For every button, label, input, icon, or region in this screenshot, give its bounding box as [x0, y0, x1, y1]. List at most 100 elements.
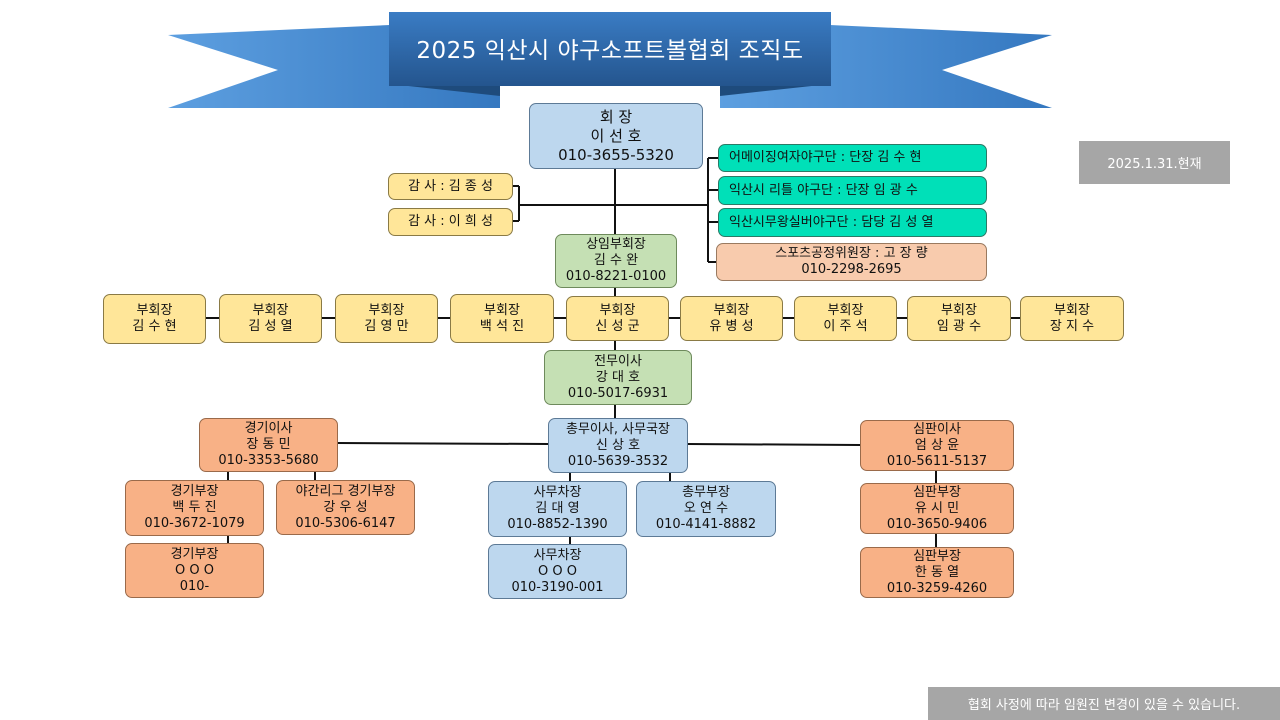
umpire-manager-title: 심판부장 [913, 548, 961, 564]
game-manager-box: 경기부장 백 두 진 010-3672-1079 [125, 480, 264, 536]
office-staff-title: 총무부장 [682, 485, 730, 500]
vice-president-box: 부회장 유 병 성 [680, 296, 783, 341]
office-staff-name: 김 대 영 [535, 501, 580, 516]
game-manager-title: 경기부장 [170, 484, 219, 499]
umpire-manager-name: 한 동 열 [914, 564, 960, 580]
general-affairs-title: 총무이사, 사무국장 [566, 421, 670, 437]
game-manager-phone: 010-5306-6147 [295, 515, 396, 531]
umpire-manager-title: 심판부장 [913, 484, 961, 500]
vp-name: 김 영 만 [364, 318, 409, 334]
vp-title: 부회장 [484, 302, 520, 318]
auditor-label: 감 사 : 이 희 성 [408, 214, 493, 229]
umpire-manager-name: 유 시 민 [914, 500, 960, 516]
vp-name: 김 수 현 [132, 319, 177, 334]
office-staff-phone: 010-4141-8882 [655, 517, 757, 532]
vice-president-box: 부회장 임 광 수 [907, 296, 1011, 341]
senior-vp-phone: 010-8221-0100 [565, 269, 667, 284]
vp-title: 부회장 [827, 302, 864, 318]
game-director-title: 경기이사 [244, 421, 293, 436]
game-manager-box: 경기부장 O O O 010- [125, 543, 264, 598]
exec-director-box: 전무이사 강 대 호 010-5017-6931 [544, 350, 692, 405]
vp-title: 부회장 [136, 303, 173, 318]
game-manager-phone: 010- [179, 578, 210, 594]
office-staff-title: 사무차장 [533, 547, 582, 563]
vp-name: 이 주 석 [823, 318, 868, 334]
general-affairs-box: 총무이사, 사무국장 신 상 호 010-5639-3532 [548, 418, 688, 473]
game-manager-box: 야간리그 경기부장 강 우 성 010-5306-6147 [276, 480, 415, 535]
senior-vp-box: 상임부회장 김 수 완 010-8221-0100 [555, 234, 677, 288]
vp-title: 부회장 [252, 302, 289, 318]
game-manager-name: 백 두 진 [172, 500, 217, 515]
umpire-director-phone: 010-5611-5137 [886, 453, 988, 469]
team-label: 익산시무왕실버야구단 : 담당 김 성 열 [729, 214, 934, 230]
vice-president-box: 부회장 장 지 수 [1020, 296, 1124, 341]
vp-name: 장 지 수 [1049, 318, 1095, 334]
vp-title: 부회장 [713, 302, 750, 318]
general-affairs-phone: 010-5639-3532 [567, 453, 669, 469]
vice-president-box: 부회장 김 영 만 [335, 294, 438, 343]
game-director-name: 장 동 민 [246, 437, 291, 452]
office-staff-title: 사무차장 [533, 485, 582, 500]
auditor-label: 감 사 : 김 종 성 [408, 178, 493, 194]
office-staff-phone: 010-8852-1390 [507, 517, 608, 532]
page-title: 2025 익산시 야구소프트볼협회 조직도 [416, 38, 804, 64]
game-manager-title: 야간리그 경기부장 [295, 483, 396, 499]
committee-box: 스포츠공정위원장 : 고 장 량 010-2298-2695 [716, 243, 987, 281]
exec-director-name: 강 대 호 [595, 369, 641, 385]
senior-vp-name: 김 수 완 [593, 253, 639, 268]
game-manager-name: O O O [175, 562, 214, 578]
office-staff-box: 총무부장 오 연 수 010-4141-8882 [636, 481, 776, 537]
umpire-manager-phone: 010-3259-4260 [886, 580, 988, 596]
vice-president-box: 부회장 백 석 진 [450, 294, 554, 343]
auditor-box: 감 사 : 이 희 성 [388, 208, 513, 236]
president-phone: 010-3655-5320 [558, 145, 674, 164]
president-box: 회 장 이 선 호 010-3655-5320 [529, 103, 703, 169]
title-banner [168, 12, 1052, 108]
footer-note: 협회 사정에 따라 임원진 변경이 있을 수 있습니다. [928, 687, 1280, 720]
exec-director-phone: 010-5017-6931 [567, 385, 669, 401]
office-staff-box: 사무차장 O O O 010-3190-001 [488, 544, 627, 599]
vice-president-box: 부회장 신 성 군 [566, 296, 669, 341]
vp-name: 유 병 성 [709, 318, 754, 334]
committee-phone: 010-2298-2695 [801, 262, 902, 277]
vice-president-box: 부회장 김 성 열 [219, 294, 322, 343]
office-staff-name: O O O [538, 563, 577, 579]
vp-name: 신 성 군 [595, 318, 640, 334]
vp-name: 임 광 수 [936, 318, 982, 334]
umpire-director-box: 심판이사 엄 상 윤 010-5611-5137 [860, 420, 1014, 471]
game-manager-phone: 010-3672-1079 [144, 516, 245, 531]
vp-title: 부회장 [368, 302, 405, 318]
office-staff-name: 오 연 수 [683, 501, 729, 516]
team-box: 익산시무왕실버야구단 : 담당 김 성 열 [718, 208, 987, 237]
committee-title: 스포츠공정위원장 : 고 장 량 [775, 246, 928, 261]
vp-title: 부회장 [599, 302, 636, 318]
president-name: 이 선 호 [590, 126, 642, 145]
game-manager-title: 경기부장 [170, 546, 219, 562]
game-director-phone: 010-3353-5680 [218, 453, 319, 468]
team-label: 익산시 리틀 야구단 : 단장 임 광 수 [729, 182, 918, 198]
exec-director-title: 전무이사 [594, 353, 642, 369]
as-of-date-badge: 2025.1.31.현재 [1079, 141, 1230, 184]
umpire-manager-phone: 010-3650-9406 [886, 516, 988, 532]
senior-vp-title: 상임부회장 [586, 237, 646, 252]
team-box: 익산시 리틀 야구단 : 단장 임 광 수 [718, 176, 987, 205]
vp-title: 부회장 [1054, 302, 1090, 318]
vp-name: 김 성 열 [248, 318, 293, 334]
team-box: 어메이징여자야구단 : 단장 김 수 현 [718, 144, 987, 172]
auditor-box: 감 사 : 김 종 성 [388, 173, 513, 200]
vice-president-box: 부회장 이 주 석 [794, 296, 897, 341]
team-label: 어메이징여자야구단 : 단장 김 수 현 [729, 150, 922, 165]
umpire-director-name: 엄 상 윤 [914, 437, 960, 453]
umpire-manager-box: 심판부장 유 시 민 010-3650-9406 [860, 483, 1014, 534]
president-title: 회 장 [599, 107, 633, 126]
vice-president-box: 부회장 김 수 현 [103, 294, 206, 344]
vp-name: 백 석 진 [479, 318, 525, 334]
office-staff-box: 사무차장 김 대 영 010-8852-1390 [488, 481, 627, 537]
umpire-director-title: 심판이사 [913, 421, 961, 437]
game-manager-name: 강 우 성 [323, 499, 368, 515]
umpire-manager-box: 심판부장 한 동 열 010-3259-4260 [860, 547, 1014, 598]
office-staff-phone: 010-3190-001 [511, 579, 604, 595]
game-director-box: 경기이사 장 동 민 010-3353-5680 [199, 418, 338, 472]
